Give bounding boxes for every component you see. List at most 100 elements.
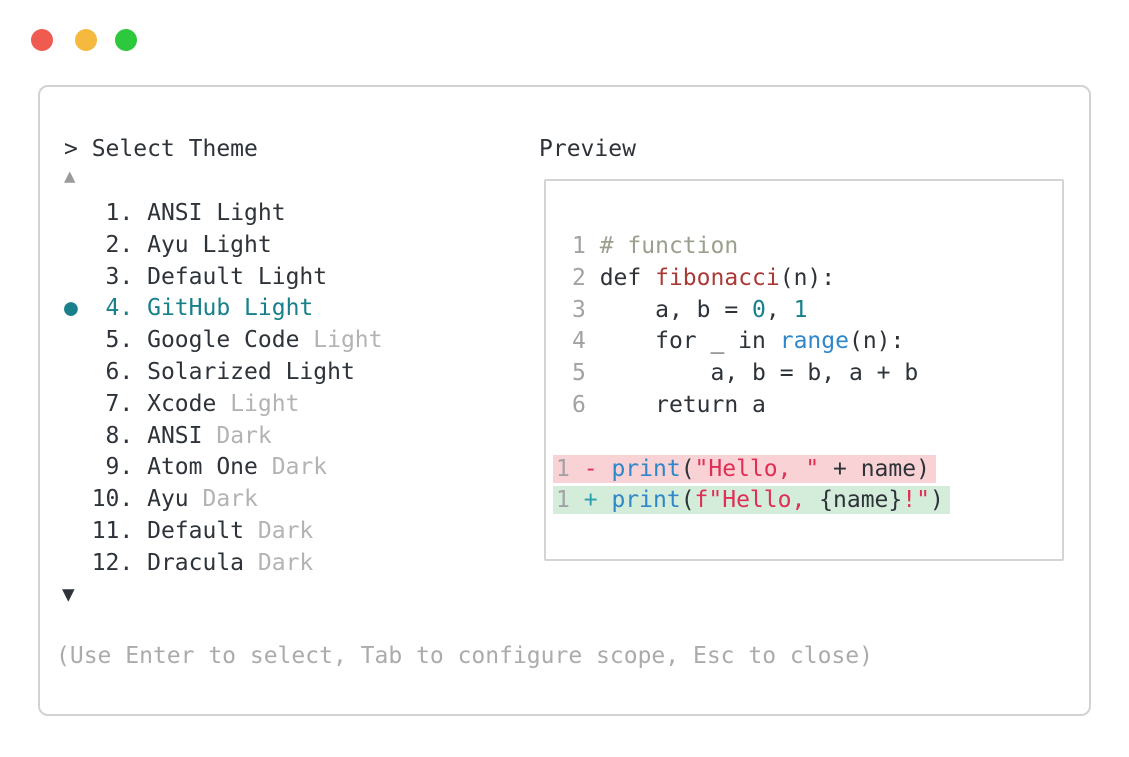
theme-name: Solarized xyxy=(147,358,286,385)
theme-number: 4. xyxy=(91,295,148,322)
bullet-spacer xyxy=(64,264,92,290)
theme-option-5[interactable]: 5. Google Code Light xyxy=(64,325,383,357)
scroll-down-icon[interactable]: ▼ xyxy=(62,582,75,606)
theme-selector-window: > Select Theme Preview ▲ 1. ANSI Light 2… xyxy=(38,85,1091,716)
theme-variant: Light xyxy=(244,295,314,322)
theme-name: GitHub xyxy=(147,295,245,322)
code-token-d: {name} xyxy=(819,487,903,514)
theme-variant: Dark xyxy=(271,454,328,481)
theme-name: ANSI xyxy=(147,422,217,449)
theme-number: 3. xyxy=(91,263,148,290)
code-token-d: return a xyxy=(585,391,766,418)
bullet-spacer xyxy=(64,232,92,258)
theme-option-2[interactable]: 2. Ayu Light xyxy=(64,230,383,262)
theme-variant: Dark xyxy=(257,517,314,544)
code-token-d xyxy=(570,487,584,513)
code-token-d: ( xyxy=(680,455,695,482)
theme-number: 1. xyxy=(91,200,148,226)
theme-number: 12. xyxy=(91,549,148,576)
theme-list: 1. ANSI Light 2. Ayu Light 3. Default Li… xyxy=(64,198,383,580)
theme-option-12[interactable]: 12. Dracula Dark xyxy=(64,548,383,580)
theme-variant: Light xyxy=(257,263,328,290)
code-token-str: f"Hello, xyxy=(694,487,820,514)
theme-number: 6. xyxy=(91,358,148,385)
bullet-spacer xyxy=(64,200,92,226)
theme-variant: Light xyxy=(285,358,355,385)
code-token-d: , xyxy=(765,296,794,323)
code-token-d: (n): xyxy=(779,264,836,291)
theme-number: 11. xyxy=(91,517,148,544)
bullet-spacer xyxy=(64,550,92,576)
code-line: 4 for _ in range(n): xyxy=(572,326,950,358)
code-token-fn: fibonacci xyxy=(655,264,780,291)
code-token-blue: print xyxy=(611,455,681,482)
diff-highlight: 1 + print(f"Hello, {name}!") xyxy=(553,486,950,515)
theme-number: 2. xyxy=(91,231,148,258)
theme-option-11[interactable]: 11. Default Dark xyxy=(64,516,383,548)
code-token-ln: 1 xyxy=(556,487,570,514)
keyboard-hint: (Use Enter to select, Tab to configure s… xyxy=(56,643,873,669)
close-button-icon[interactable] xyxy=(31,29,53,51)
code-token-blue: range xyxy=(779,328,849,355)
code-token-d xyxy=(598,456,612,482)
theme-name: Xcode xyxy=(147,390,231,417)
code-token-ln: 4 xyxy=(572,328,586,355)
code-token-ln: 2 xyxy=(572,264,586,291)
diff-highlight: 1 - print("Hello, " + name) xyxy=(553,454,936,483)
theme-option-8[interactable]: 8. ANSI Dark xyxy=(64,421,383,453)
code-token-d xyxy=(570,456,584,482)
theme-option-10[interactable]: 10. Ayu Dark xyxy=(64,484,383,516)
code-token-str: "Hello, " xyxy=(694,455,820,482)
theme-option-3[interactable]: 3. Default Light xyxy=(64,262,383,294)
code-token-d: for _ in xyxy=(585,328,780,355)
selected-dot-icon: ● xyxy=(64,295,92,322)
code-line-blank xyxy=(572,422,950,454)
code-token-ln: 3 xyxy=(572,296,586,323)
code-token-d: (n): xyxy=(848,328,905,355)
theme-option-1[interactable]: 1. ANSI Light xyxy=(64,198,383,230)
bullet-spacer xyxy=(64,423,92,449)
theme-name: ANSI xyxy=(147,200,217,226)
theme-variant: Light xyxy=(216,200,286,226)
code-line: 2 def fibonacci(n): xyxy=(572,263,950,295)
theme-option-9[interactable]: 9. Atom One Dark xyxy=(64,452,383,484)
scroll-up-icon[interactable]: ▲ xyxy=(64,165,76,187)
theme-variant: Dark xyxy=(216,422,272,449)
bullet-spacer xyxy=(64,359,92,385)
select-theme-title: > Select Theme xyxy=(64,136,258,162)
theme-variant: Dark xyxy=(202,486,258,513)
maximize-button-icon[interactable] xyxy=(115,29,137,51)
theme-option-7[interactable]: 7. Xcode Light xyxy=(64,389,383,421)
code-line: 1 # function xyxy=(572,231,950,263)
code-token-d: ) xyxy=(929,487,944,514)
theme-option-6[interactable]: 6. Solarized Light xyxy=(64,357,383,389)
code-token-d: + name) xyxy=(819,455,930,482)
theme-name: Atom One xyxy=(147,454,272,481)
code-token-str: !" xyxy=(902,487,930,514)
code-token-d: ( xyxy=(680,487,695,514)
diff-removed-line: 1 - print("Hello, " + name) xyxy=(553,454,950,486)
code-line: 3 a, b = 0, 1 xyxy=(572,295,950,327)
theme-variant: Light xyxy=(230,390,300,417)
code-token-d: a, b = b, a + b xyxy=(585,360,919,387)
theme-option-4[interactable]: ● 4. GitHub Light xyxy=(64,293,383,325)
bullet-spacer xyxy=(64,391,92,417)
theme-name: Google Code xyxy=(147,327,314,354)
code-token-ln: 1 xyxy=(556,455,570,482)
theme-number: 5. xyxy=(91,327,148,354)
theme-variant: Dark xyxy=(257,549,314,576)
code-line: 6 return a xyxy=(572,390,950,422)
code-token-d: a, b = xyxy=(585,296,753,323)
code-line: 5 a, b = b, a + b xyxy=(572,358,950,390)
code-token-d: def xyxy=(585,264,656,291)
theme-name: Dracula xyxy=(147,549,258,576)
bullet-spacer xyxy=(64,518,92,544)
minimize-button-icon[interactable] xyxy=(75,29,97,51)
code-token-num: 1 xyxy=(793,296,808,323)
code-token-ln: 6 xyxy=(572,391,586,418)
code-token-num: 0 xyxy=(752,296,766,323)
code-token-d xyxy=(598,487,612,513)
code-token-ln: 1 xyxy=(572,233,586,259)
theme-name: Default xyxy=(147,263,258,290)
